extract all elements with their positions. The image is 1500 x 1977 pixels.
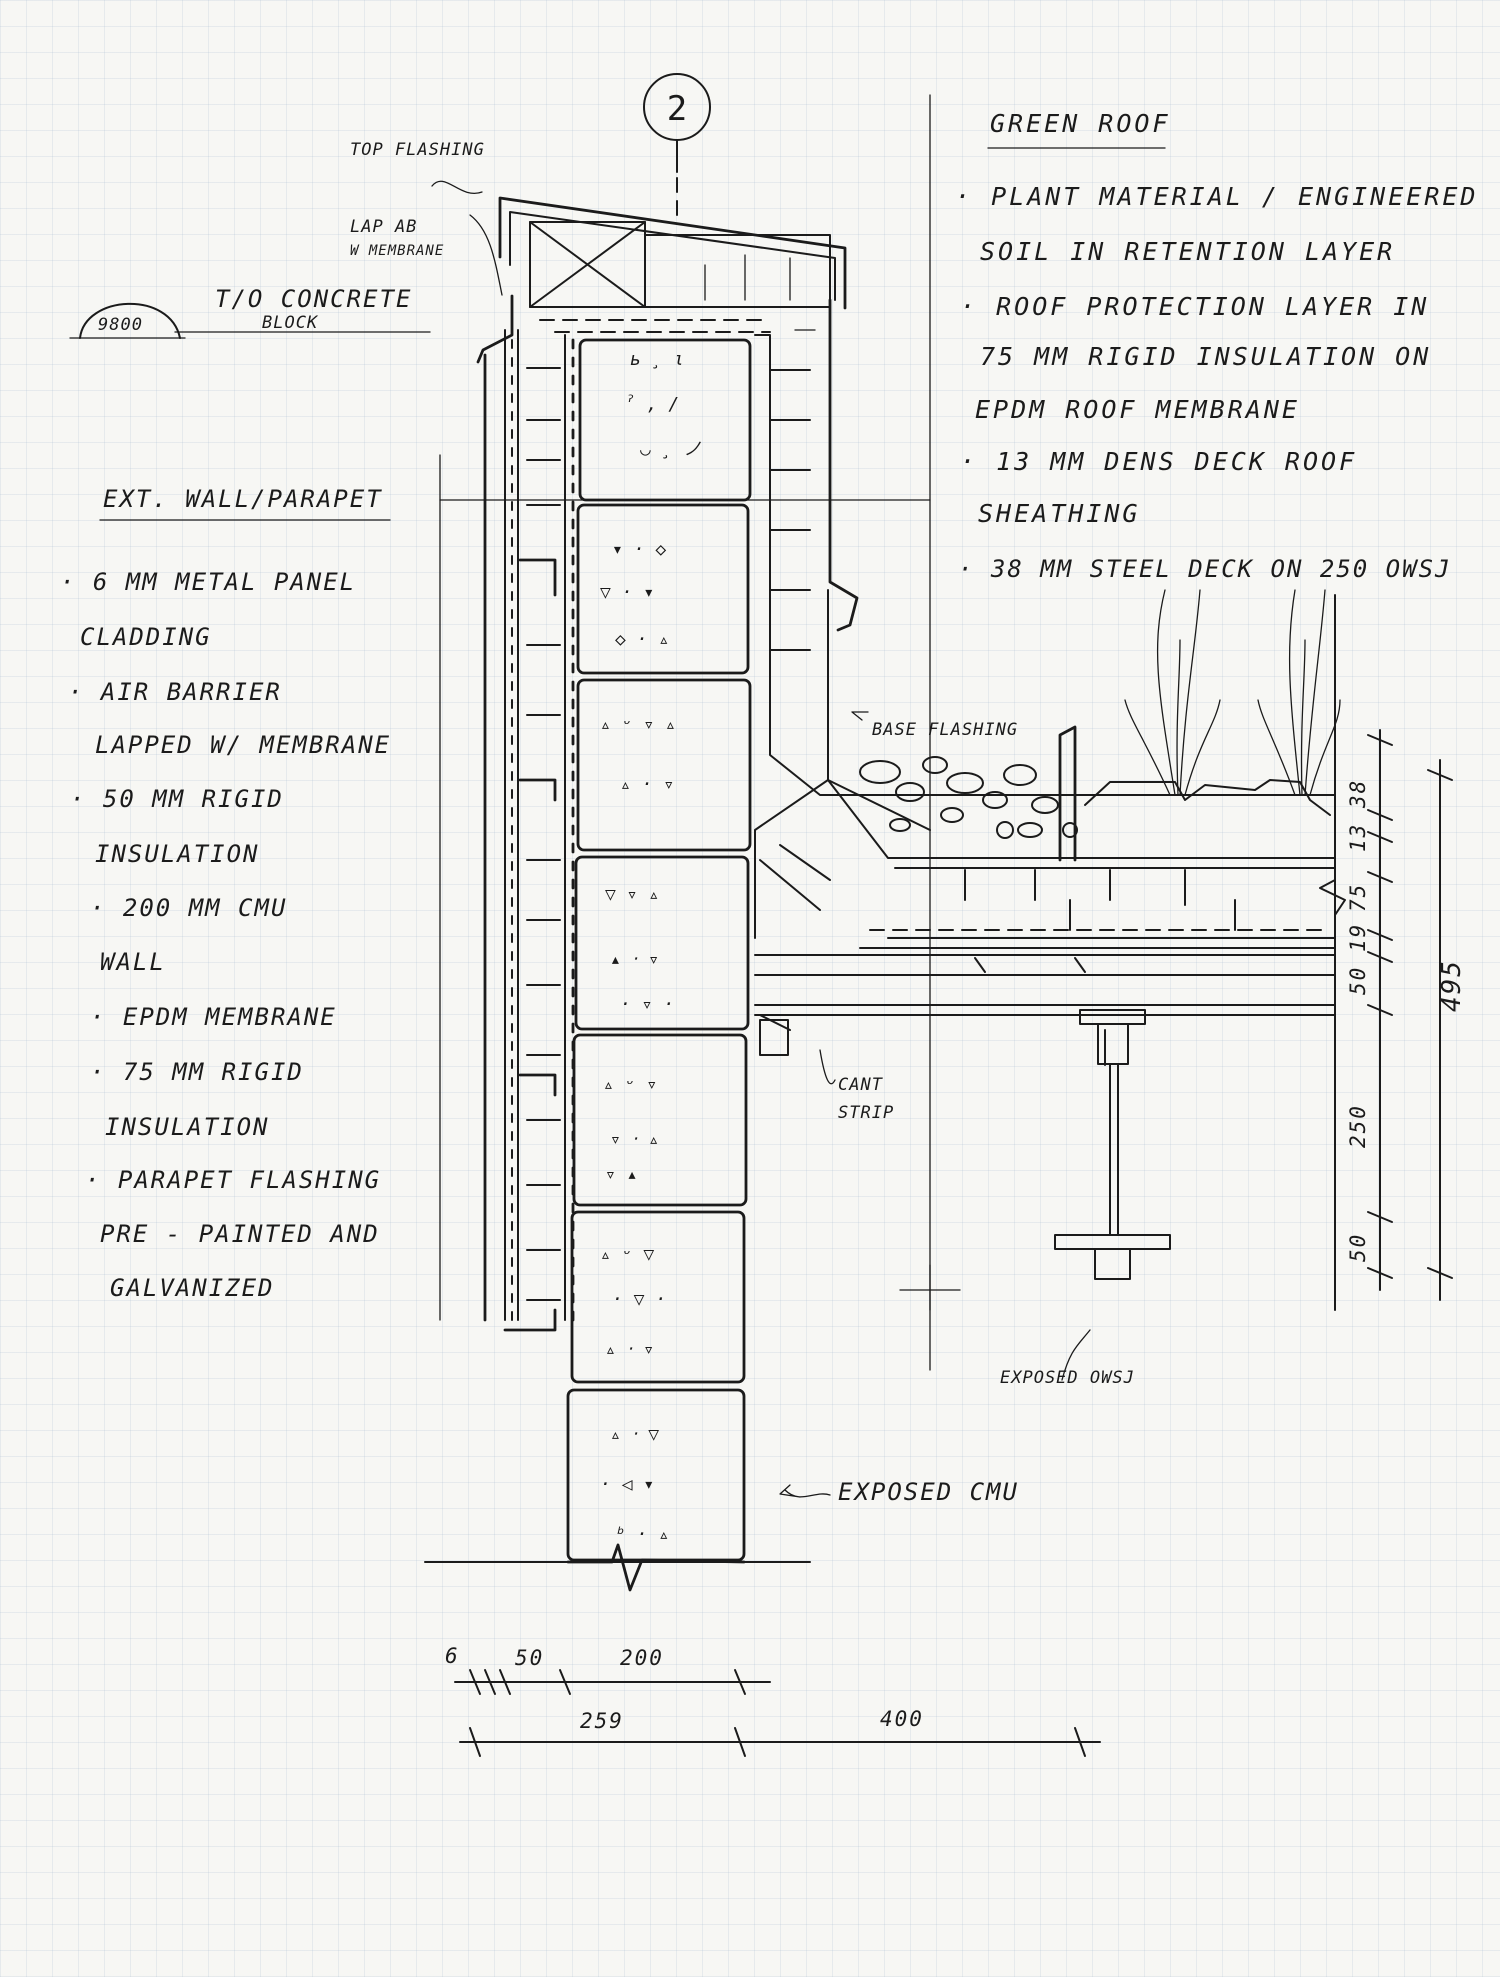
leaders [431,180,1091,1498]
svg-text:· 13 MM DENS DECK ROOF: · 13 MM DENS DECK ROOF [960,447,1357,476]
svg-text:SHEATHING: SHEATHING [978,499,1140,528]
elevation-value: 9800 [98,315,143,335]
svg-text:▵ ᵕ ▿ ▵: ▵ ᵕ ▿ ▵ [600,714,676,735]
gravel-layer [859,756,1078,839]
svg-text:▾ · ◇: ▾ · ◇ [612,539,666,560]
owsj-joist [759,1009,1171,1280]
dim-50: 50 [515,1646,544,1670]
svg-text:· ▽ ·: · ▽ · [612,1289,666,1310]
roof-notes-title: GREEN ROOF [990,109,1171,138]
svg-text:50: 50 [1346,966,1370,995]
label-exposed-owsj: EXPOSED OWSJ [1000,1368,1135,1388]
roof-assembly [754,857,1336,1016]
svg-text:▵ ‧ ▽: ▵ ‧ ▽ [610,1424,659,1445]
detail-number: 2 [667,89,687,129]
svg-text:75 MM RIGID INSULATION ON: 75 MM RIGID INSULATION ON [980,342,1431,371]
svg-text:PRE - PAINTED AND: PRE - PAINTED AND [100,1220,380,1248]
roof-break [1319,857,1346,1016]
wall-notes-title: EXT. WALL/PARAPET [103,485,383,513]
svg-text:· PLANT MATERIAL / ENGINEERED: · PLANT MATERIAL / ENGINEERED [955,182,1479,211]
svg-text:▽ ▿ ▵: ▽ ▿ ▵ [605,884,659,905]
svg-text:◇ · ▵: ◇ · ▵ [615,629,669,650]
dim-6: 6 [445,1644,460,1668]
svg-text:WALL: WALL [100,948,166,976]
svg-text:LAPPED W/ MEMBRANE: LAPPED W/ MEMBRANE [95,731,391,759]
svg-text:INSULATION: INSULATION [105,1113,270,1141]
svg-text:▴ ‧ ▿: ▴ ‧ ▿ [610,949,659,970]
svg-text:▵ ‧ ▿: ▵ ‧ ▿ [605,1339,654,1360]
svg-text:· EPDM MEMBRANE: · EPDM MEMBRANE [90,1003,337,1031]
cant-strip [754,779,931,939]
dim-400: 400 [880,1707,924,1731]
label-exposed-cmu: EXPOSED CMU [838,1478,1019,1506]
label-cant-strip-1: CANT [838,1075,884,1095]
elevation-marker [79,302,181,339]
svg-text:SOIL IN RETENTION LAYER: SOIL IN RETENTION LAYER [980,237,1395,266]
rigid-insulation-roof [964,869,1236,973]
svg-text:▵ ᵕ ▽: ▵ ᵕ ▽ [600,1244,654,1265]
svg-text:· ▿ ·: · ▿ · [620,994,674,1015]
svg-text:INSULATION: INSULATION [95,840,260,868]
plant-material [1124,589,1341,796]
svg-text:EPDM ROOF MEMBRANE: EPDM ROOF MEMBRANE [975,395,1300,424]
svg-text:▵ · ▿: ▵ · ▿ [620,774,674,795]
svg-text:CLADDING: CLADDING [80,623,212,651]
svg-text:75: 75 [1346,883,1370,912]
svg-text:· 50 MM RIGID: · 50 MM RIGID [70,785,284,813]
svg-text:19: 19 [1346,923,1370,952]
svg-text:· ◁ ▾: · ◁ ▾ [600,1474,654,1495]
label-cant-strip-2: STRIP [838,1103,894,1123]
label-lap-ab-2: W MEMBRANE [350,243,444,259]
svg-text:· 200 MM CMU: · 200 MM CMU [90,894,287,922]
right-dimension-labels: 38 13 75 19 50 250 50 495 [1346,779,1467,1262]
svg-text:◡ ¸ ノ: ◡ ¸ ノ [640,439,701,460]
rigid-insulation-hatch [526,367,561,1301]
counter-flashing [828,298,859,632]
svg-text:38: 38 [1346,779,1370,809]
svg-text:· PARAPET FLASHING: · PARAPET FLASHING [85,1166,381,1194]
edge-restraint [1058,725,1077,862]
svg-text:▵ ᵕ ▿: ▵ ᵕ ▿ [603,1074,657,1095]
label-lap-ab-1: LAP AB [350,217,417,237]
svg-text:▿ ‧ ▵: ▿ ‧ ▵ [610,1129,659,1150]
svg-text:GALVANIZED: GALVANIZED [110,1274,275,1302]
svg-text:· 6 MM METAL PANEL: · 6 MM METAL PANEL [60,568,356,596]
svg-text:· 75 MM RIGID: · 75 MM RIGID [90,1058,304,1086]
right-dimensions [1367,729,1453,1301]
label-concrete-block-1: T/O CONCRETE [215,285,412,313]
label-concrete-block-2: BLOCK [262,313,319,333]
cmu-wall [566,338,752,1592]
svg-text:▽ · ▾: ▽ · ▾ [600,582,654,603]
dim-200: 200 [620,1646,664,1670]
cap-blocking [644,234,831,308]
svg-text:· 38 MM STEEL DECK ON 250: · 38 MM STEEL DECK ON 250 OWSJ [958,555,1451,583]
svg-text:495: 495 [1437,959,1467,1012]
drip-edge [476,294,514,364]
svg-text:50: 50 [1346,1233,1370,1262]
svg-text:250: 250 [1346,1104,1370,1148]
wall-notes: EXT. WALL/PARAPET · 6 MM METAL PANEL CLA… [60,485,391,1302]
svg-text:ˀ , /: ˀ , / [625,394,679,415]
svg-text:· ROOF PROTECTION LAYER IN: · ROOF PROTECTION LAYER IN [960,292,1429,321]
retention-layer [1084,779,1331,816]
top-flashing-outline [498,196,847,310]
svg-text:▿ ▴: ▿ ▴ [605,1164,638,1185]
label-base-flashing: BASE FLASHING [872,720,1018,740]
label-top-flashing: TOP FLASHING [350,140,485,160]
bottom-dimensions [454,1669,1101,1757]
svg-text:· AIR BARRIER: · AIR BARRIER [68,678,282,706]
roof-notes: GREEN ROOF · PLANT MATERIAL / ENGINEERED… [955,109,1479,583]
svg-text:ь ¸ ι: ь ¸ ι [630,349,684,370]
dim-259: 259 [580,1709,624,1733]
svg-text:13: 13 [1346,823,1370,852]
cmu-aggregate: ь ¸ ι ˀ , / ◡ ¸ ノ ▾ · ◇ ▽ · ▾ ◇ · ▵ ▵ ᵕ ▿ ▵ ▵… [600,349,701,1545]
svg-text:ᵇ · ▵: ᵇ · ▵ [615,1524,669,1545]
epdm-roof-membrane [754,334,1336,796]
